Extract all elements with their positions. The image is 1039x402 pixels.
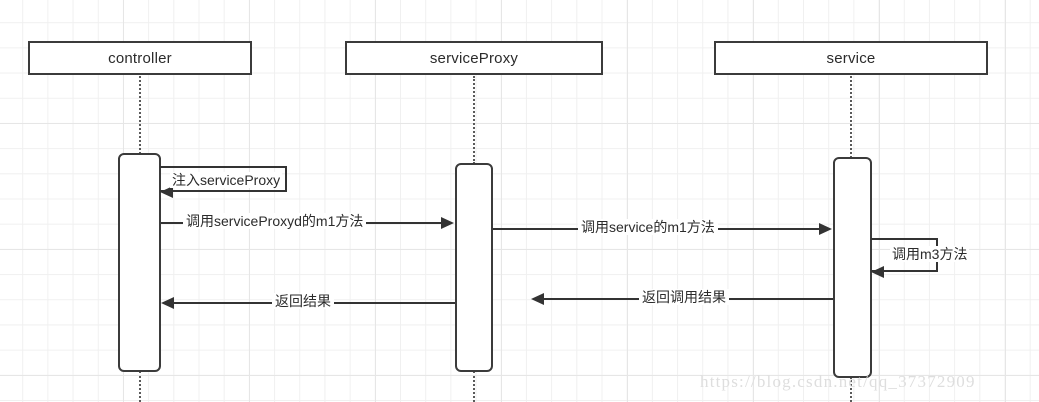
lifeline-service-lower (850, 377, 852, 402)
arrow-head-return-call-result (531, 293, 544, 305)
message-label-call-m3: 调用m3方法 (890, 246, 970, 262)
lifeline-controller-lower (139, 371, 141, 402)
activation-bar-service (833, 157, 872, 378)
participant-box-service[interactable]: service (714, 41, 988, 75)
activation-bar-controller (118, 153, 161, 372)
lifeline-serviceproxy-upper (473, 76, 475, 164)
lifeline-serviceproxy-lower (473, 371, 475, 402)
message-label-return-result: 返回结果 (272, 293, 334, 309)
participant-label-service: service (826, 49, 876, 67)
selfcall-loop-inject-proxy (160, 166, 287, 192)
message-label-return-call-result: 返回调用结果 (639, 289, 729, 305)
watermark-text: https://blog.csdn.net/qq_37372909 (700, 372, 976, 391)
participant-box-controller[interactable]: controller (28, 41, 252, 75)
arrow-head-call-proxy-m1 (441, 217, 454, 229)
participant-box-serviceproxy[interactable]: serviceProxy (345, 41, 603, 75)
lifeline-service-upper (850, 76, 852, 158)
arrow-head-call-m3 (871, 266, 884, 278)
activation-bar-serviceproxy (455, 163, 493, 372)
lifeline-controller-upper (139, 76, 141, 154)
arrow-head-call-service-m1 (819, 223, 832, 235)
participant-label-serviceproxy: serviceProxy (429, 49, 519, 67)
message-label-inject-proxy: 注入serviceProxy (170, 172, 283, 188)
arrow-head-return-result (161, 297, 174, 309)
participant-label-controller: controller (108, 49, 172, 67)
message-label-call-service-m1: 调用service的m1方法 (578, 219, 718, 235)
arrow-head-inject-proxy (160, 186, 173, 198)
message-label-call-proxy-m1: 调用serviceProxyd的m1方法 (183, 213, 367, 229)
